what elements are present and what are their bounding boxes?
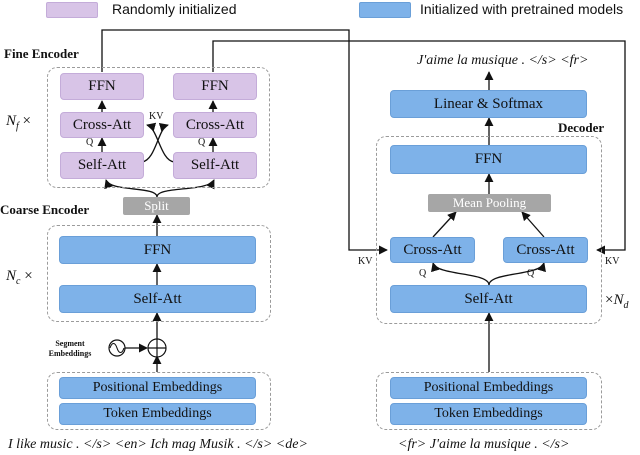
decoder-repeat: ×Nd: [605, 292, 628, 311]
fine-encoder-group: [47, 67, 270, 188]
decoder-right-q-label: Q: [527, 268, 535, 279]
decoder-left-kv-label: KV: [358, 256, 373, 267]
nc-sub: c: [16, 276, 21, 287]
nf-times: ×: [22, 113, 32, 129]
fine-right-q-label: Q: [198, 137, 206, 148]
arrow-dec-left-crossatt-to-pool: [432, 211, 457, 238]
nc-times: ×: [24, 268, 33, 284]
legend-random-label: Randomly initialized: [112, 1, 237, 17]
arrow-fine-right-to-decoder: [212, 40, 626, 255]
fine-kv-label: KV: [149, 111, 164, 122]
legend-random-swatch: [46, 2, 98, 18]
fine-encoder-repeat: Nf ×: [6, 113, 31, 132]
arrow-dec-right-crossatt-to-pool: [521, 211, 545, 238]
fine-left-cross-att: Cross-Att: [60, 112, 144, 138]
segment-embeddings-label: Segment Embeddings: [48, 339, 92, 358]
fine-left-ffn: FFN: [60, 73, 144, 100]
decoder-self-att: Self-Att: [390, 285, 587, 313]
encoder-positional-embeddings: Positional Embeddings: [59, 377, 256, 399]
decoder-output-text: J'aime la musique . </s> <fr>: [417, 53, 589, 68]
nf-sub: f: [16, 121, 19, 132]
decoder-token-embeddings: Token Embeddings: [390, 403, 587, 425]
arrow-dec-selfatt-to-left-crossatt: [431, 262, 490, 286]
encoder-embedding-group: [47, 372, 271, 430]
fine-encoder-title: Fine Encoder: [4, 46, 79, 61]
coarse-encoder-title: Coarse Encoder: [0, 202, 90, 217]
arrow-split-to-right-selfatt: [156, 179, 215, 198]
nd-sub: d: [623, 300, 629, 311]
coarse-encoder-repeat: Nc ×: [6, 268, 33, 287]
nc-base: N: [6, 268, 17, 284]
decoder-title: Decoder: [558, 120, 605, 135]
legend-pretrained-swatch: [359, 2, 411, 18]
arrow-dec-selfatt-to-right-crossatt: [488, 262, 546, 286]
segment-embedding-icon: [108, 339, 126, 357]
coarse-encoder-group: [47, 225, 271, 322]
legend-pretrained-label: Initialized with pretrained models: [420, 1, 624, 17]
coarse-self-att: Self-Att: [59, 285, 256, 313]
nf-base: N: [6, 113, 17, 129]
decoder-left-q-label: Q: [419, 268, 427, 279]
arrow-split-to-left-selfatt: [104, 179, 158, 198]
fine-right-ffn: FFN: [173, 73, 257, 100]
decoder-right-cross-att: Cross-Att: [503, 237, 588, 263]
encoder-input-text: I like music . </s> <en> Ich mag Musik .…: [8, 437, 308, 452]
decoder-positional-embeddings: Positional Embeddings: [390, 377, 587, 399]
decoder-right-kv-label: KV: [605, 256, 620, 267]
decoder-left-cross-att: Cross-Att: [390, 237, 475, 263]
nd-times: ×: [605, 292, 614, 308]
decoder-ffn: FFN: [390, 145, 587, 174]
add-operator-icon: [147, 338, 167, 358]
decoder-group: [376, 136, 602, 324]
nd-base: N: [613, 292, 624, 308]
decoder-embedding-group: [376, 372, 602, 430]
arrow-fine-left-to-decoder: [101, 29, 388, 255]
arrow-kv-right-to-left: [146, 122, 175, 163]
fine-right-self-att: Self-Att: [173, 152, 257, 179]
fine-left-q-label: Q: [86, 137, 94, 148]
decoder-linear-softmax: Linear & Softmax: [390, 90, 587, 118]
coarse-ffn: FFN: [59, 236, 256, 264]
split-box: Split: [123, 197, 190, 215]
fine-right-cross-att: Cross-Att: [173, 112, 257, 138]
arrow-kv-left-to-right: [141, 123, 169, 163]
encoder-token-embeddings: Token Embeddings: [59, 403, 256, 425]
decoder-mean-pooling: Mean Pooling: [428, 194, 551, 212]
decoder-input-text: <fr> J'aime la musique . </s>: [398, 437, 570, 452]
fine-left-self-att: Self-Att: [60, 152, 144, 179]
